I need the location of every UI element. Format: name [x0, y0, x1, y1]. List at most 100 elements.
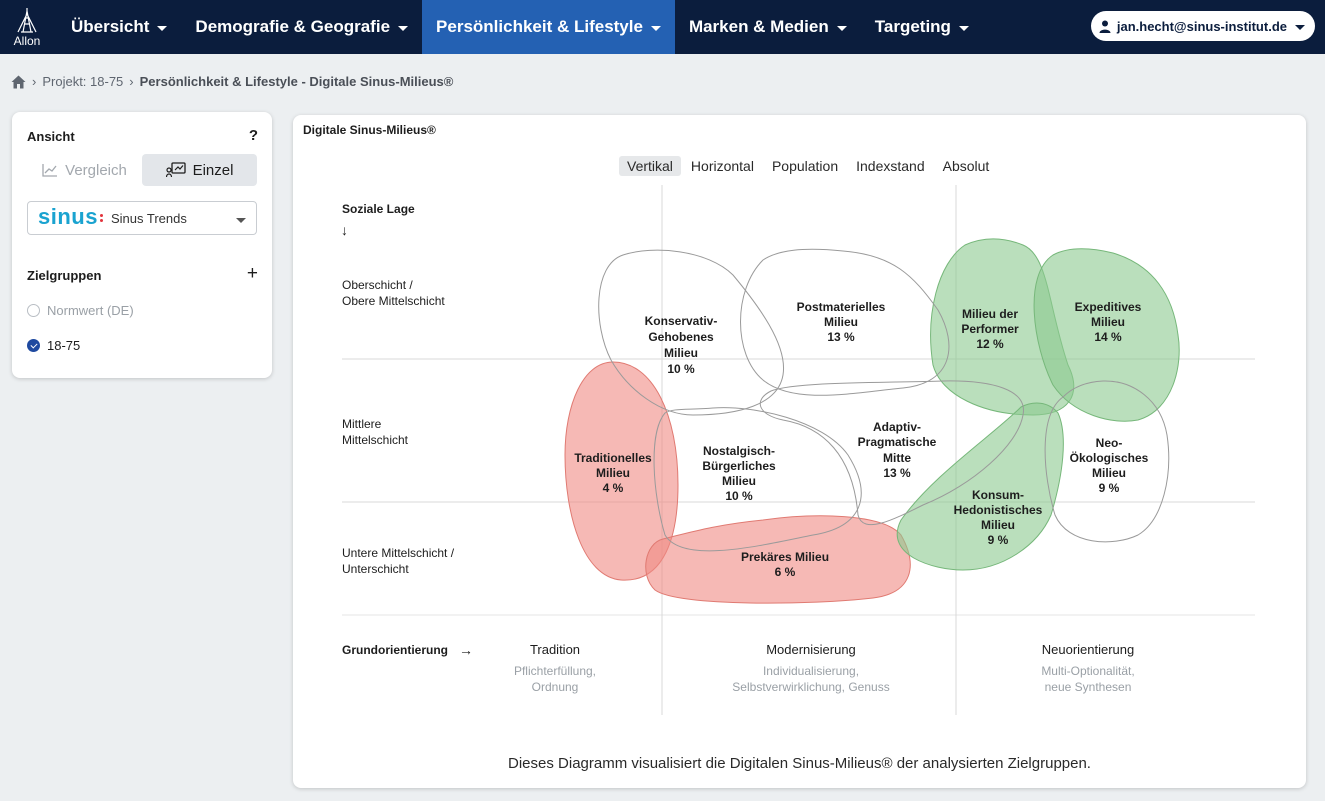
chevron-down-icon: [398, 25, 409, 31]
milieu-value: 10 %: [667, 362, 695, 376]
chevron-down-icon: [157, 25, 168, 31]
chevron-right-icon: ›: [32, 74, 37, 89]
row-label-line1: Oberschicht /: [342, 278, 413, 292]
target-group-normwert[interactable]: Normwert (DE): [27, 303, 134, 318]
milieu-chart-card: Digitale Sinus-Milieus® Vertikal Horizon…: [293, 115, 1306, 788]
milieu-label: Konservativ-: [645, 314, 718, 328]
presentation-chart-icon: [165, 162, 186, 178]
chevron-right-icon: ›: [129, 74, 134, 89]
target-group-18-75[interactable]: 18-75: [27, 338, 80, 353]
help-icon[interactable]: ?: [248, 127, 258, 144]
row-label-line2: Obere Mittelschicht: [342, 294, 445, 308]
tab-absolut[interactable]: Absolut: [942, 158, 990, 174]
milieu-shape-konsum[interactable]: [896, 402, 1064, 571]
breadcrumb-current: Persönlichkeit & Lifestyle - Digitale Si…: [139, 74, 454, 89]
column-subtitle: Pflichterfüllung,: [514, 664, 596, 678]
tab-horizontal[interactable]: Horizontal: [690, 158, 754, 174]
milieu-label: Konsum-: [972, 488, 1024, 502]
breadcrumb-project[interactable]: Projekt: 18-75: [42, 74, 124, 89]
dataset-label: Sinus Trends: [110, 210, 187, 226]
milieu-label: Milieu: [596, 466, 630, 480]
milieu-value: 13 %: [883, 466, 911, 480]
milieu-value: 9 %: [1099, 481, 1120, 495]
milieu-label: Prekäres Milieu: [741, 550, 829, 564]
milieu-shape-prekaer[interactable]: [645, 515, 911, 604]
milieu-label: Expeditives: [1075, 300, 1142, 314]
row-label-line1: Untere Mittelschicht /: [342, 546, 455, 560]
nav-label: Marken & Medien: [688, 17, 829, 36]
nav-targeting[interactable]: Targeting: [861, 0, 983, 54]
milieu-value: 4 %: [603, 481, 624, 495]
tower-logo-icon: [17, 7, 37, 33]
milieu-shape-postmateriell[interactable]: [740, 248, 950, 396]
arrow-down-icon: ↓: [341, 222, 348, 238]
tab-indexstand[interactable]: Indexstand: [856, 158, 925, 174]
view-mode-toggle: Vergleich Einzel: [27, 154, 257, 186]
single-button[interactable]: Einzel: [142, 154, 257, 186]
milieu-label: Gehobenes: [648, 330, 714, 344]
user-icon: [1099, 20, 1111, 33]
milieu-label: Postmaterielles: [797, 300, 886, 314]
milieu-label: Neo-: [1096, 436, 1123, 450]
milieu-label: Performer: [961, 322, 1019, 336]
dataset-select[interactable]: sinus Sinus Trends: [27, 201, 257, 235]
tab-vertikal[interactable]: Vertikal: [619, 156, 681, 176]
column-subtitle: Ordnung: [532, 680, 579, 694]
row-label-line1: Mittlere: [342, 417, 382, 431]
target-group-label: Normwert (DE): [47, 303, 134, 318]
milieu-label: Milieu: [981, 518, 1015, 532]
user-menu[interactable]: jan.hecht@sinus-institut.de: [1090, 11, 1315, 41]
sinus-milieu-diagram: Soziale Lage ↓ Oberschicht / Obere Mitte…: [341, 185, 1255, 715]
milieu-label: Milieu der: [962, 307, 1018, 321]
milieu-label: Adaptiv-: [873, 420, 921, 434]
compare-button[interactable]: Vergleich: [27, 154, 142, 186]
milieu-shape-nostalgisch[interactable]: [653, 407, 862, 552]
milieu-shapes: [564, 238, 1180, 604]
nav-demography[interactable]: Demografie & Geografie: [181, 0, 422, 54]
view-tabs: Vertikal Horizontal Population Indexstan…: [619, 156, 999, 176]
column-subtitle: Selbstverwirklichung, Genuss: [732, 680, 889, 694]
x-axis-title: Grundorientierung: [342, 643, 448, 657]
milieu-shape-neooeko[interactable]: [1044, 380, 1170, 543]
chevron-down-icon: [236, 218, 246, 223]
column-title: Modernisierung: [766, 642, 856, 657]
app-logo[interactable]: Allon: [0, 0, 54, 54]
row-label-line2: Mittelschicht: [342, 433, 409, 447]
milieu-label: Bürgerliches: [702, 459, 776, 473]
milieu-shape-expeditiv[interactable]: [1033, 248, 1180, 422]
home-icon[interactable]: [11, 75, 26, 89]
milieu-label: Pragmatische: [858, 435, 937, 449]
top-navbar: Allon Übersicht Demografie & Geografie P…: [0, 0, 1325, 54]
chart-caption: Dieses Diagramm visualisiert die Digital…: [508, 755, 1091, 772]
milieu-label: Milieu: [1092, 466, 1126, 480]
x-axis-columns: Tradition Pflichterfüllung, Ordnung Mode…: [514, 642, 1135, 694]
compare-label: Vergleich: [65, 161, 127, 179]
logo-text: Allon: [13, 33, 41, 48]
user-email: jan.hecht@sinus-institut.de: [1116, 18, 1287, 34]
milieu-shape-adaptiv[interactable]: [759, 380, 1024, 525]
chart-card-title: Digitale Sinus-Milieus®: [303, 123, 436, 137]
add-target-group-button[interactable]: +: [246, 263, 258, 284]
radio-unchecked: [27, 304, 40, 317]
nav-overview[interactable]: Übersicht: [57, 0, 181, 54]
milieu-value: 14 %: [1094, 330, 1122, 344]
sinus-logo-dots: [99, 212, 104, 224]
nav-label: Targeting: [874, 17, 951, 36]
target-groups-title: Zielgruppen: [27, 268, 102, 283]
milieu-label: Ökologisches: [1070, 450, 1149, 465]
column-subtitle: Individualisierung,: [763, 664, 859, 678]
row-label-line2: Unterschicht: [342, 562, 409, 576]
nav-label: Persönlichkeit & Lifestyle: [436, 17, 643, 36]
chart-line-icon: [42, 164, 58, 177]
milieu-shape-konservativ[interactable]: [598, 249, 785, 416]
column-subtitle: Multi-Optionalität,: [1041, 664, 1134, 678]
milieu-label: Milieu: [722, 474, 756, 488]
nav-personality[interactable]: Persönlichkeit & Lifestyle: [422, 0, 675, 54]
y-axis-title: Soziale Lage: [342, 202, 415, 216]
milieu-label: Milieu: [664, 346, 698, 360]
tab-population[interactable]: Population: [771, 158, 839, 174]
nav-brands-media[interactable]: Marken & Medien: [675, 0, 861, 54]
milieu-label: Mitte: [883, 451, 911, 465]
milieu-shape-traditionell[interactable]: [564, 361, 679, 581]
sinus-logo: sinus: [38, 203, 98, 229]
